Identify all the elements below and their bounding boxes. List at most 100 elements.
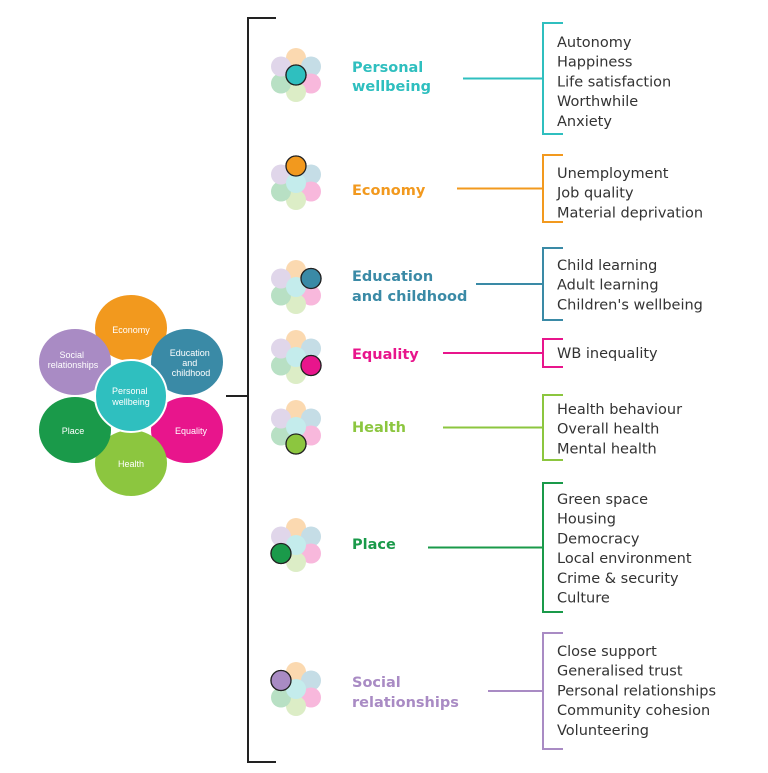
indicator-bracket [443,338,563,368]
mini-petal-top [286,48,306,68]
flower-label-economy: Economy [112,325,150,335]
mini-petal-lower-right [301,543,321,564]
mini-petal-highlight [285,155,307,177]
indicator-item: Culture [557,591,610,607]
mini-flower-icon [271,48,321,102]
indicator-item: Unemployment [557,166,669,182]
indicator-bracket [476,247,563,321]
mini-petal-bottom [286,190,306,210]
mini-petal-top [286,330,306,350]
indicator-item: Adult learning [557,278,659,294]
flower-label-center: Personal wellbeing [111,386,150,407]
mini-petal-top [286,400,306,420]
mini-petal-highlight [285,433,307,455]
indicator-item: Democracy [557,531,640,547]
mini-petal-lower-right [301,181,321,202]
indicator-item: Generalised trust [557,664,683,680]
main-bracket [226,17,276,763]
indicator-item: Health behaviour [557,402,682,418]
mini-flower-icon [270,518,321,572]
mini-petal-lower-right [301,687,321,708]
mini-petal-highlight [270,669,292,692]
indicator-bracket [457,154,563,223]
indicator-item: Crime & security [557,571,679,587]
category-label: Equality [352,347,419,363]
indicator-bracket [443,394,563,461]
mini-petal-upper-right [301,408,321,429]
mini-petal-center [286,173,306,193]
flower-label-social: Social relationships [48,350,99,370]
mini-petal-highlight [300,354,322,377]
indicator-item: Community cohesion [557,703,710,719]
mini-petal-upper-left [271,526,291,547]
indicator-item: Close support [557,644,657,660]
indicator-item: Autonomy [557,35,632,51]
indicator-item: Children's wellbeing [557,297,703,313]
mini-petal-lower-left [271,285,291,306]
indicator-item: Personal relationships [557,683,716,699]
indicator-item: Happiness [557,55,632,71]
indicator-item: Local environment [557,551,692,567]
mini-flower-icon [271,400,321,455]
flower-label-place: Place [62,426,85,436]
mini-flower-icon [271,330,322,384]
mini-petal-upper-right [301,526,321,547]
indicator-item: WB inequality [557,346,658,362]
mini-petal-highlight [300,267,322,290]
mini-petal-lower-left [271,181,291,202]
mini-petal-highlight [285,64,307,86]
petal-education-childhood [151,329,223,395]
mini-petal-lower-left [271,355,291,376]
flower-label-health: Health [118,459,144,469]
indicator-item: Volunteering [557,723,649,739]
mini-petal-top [286,518,306,538]
domain-flower: Economy Education and childhood Equality… [39,295,223,496]
indicator-item: Housing [557,512,616,528]
category-row-equality: Equality WB inequality [271,330,658,384]
indicator-bracket [428,482,563,613]
flower-label-education: Education and childhood [170,348,213,378]
petal-equality [151,397,223,463]
category-label: Health [352,420,406,436]
mini-petal-upper-right [301,338,321,359]
indicator-item: Green space [557,492,648,508]
mini-petal-lower-left [271,687,291,708]
petal-health [95,430,167,496]
mini-petal-bottom [286,294,306,314]
indicator-bracket [463,22,563,135]
indicator-bracket [488,632,563,750]
petal-place [39,397,111,463]
indicator-item: Anxiety [557,114,612,130]
category-label: Place [352,537,396,553]
petal-personal-wellbeing [94,359,168,433]
mini-petal-lower-right [301,285,321,306]
mini-petal-bottom [286,82,306,102]
indicator-item: Child learning [557,258,657,274]
mini-petal-upper-right [301,670,321,691]
mini-petal-upper-left [271,268,291,289]
indicator-item: Mental health [557,441,657,457]
petal-social-relationships [39,329,111,395]
petal-economy [95,295,167,361]
mini-flower-icon [271,260,322,314]
indicator-item: Life satisfaction [557,74,671,90]
flower-label-equality: Equality [175,426,208,436]
indicator-item: Material deprivation [557,205,703,221]
mini-petal-bottom [286,696,306,716]
mini-petal-upper-left [271,408,291,429]
indicator-item: Worthwhile [557,94,638,110]
indicator-item: Job quality [556,186,634,202]
mini-petal-highlight [270,542,292,565]
mini-petal-upper-left [271,338,291,359]
